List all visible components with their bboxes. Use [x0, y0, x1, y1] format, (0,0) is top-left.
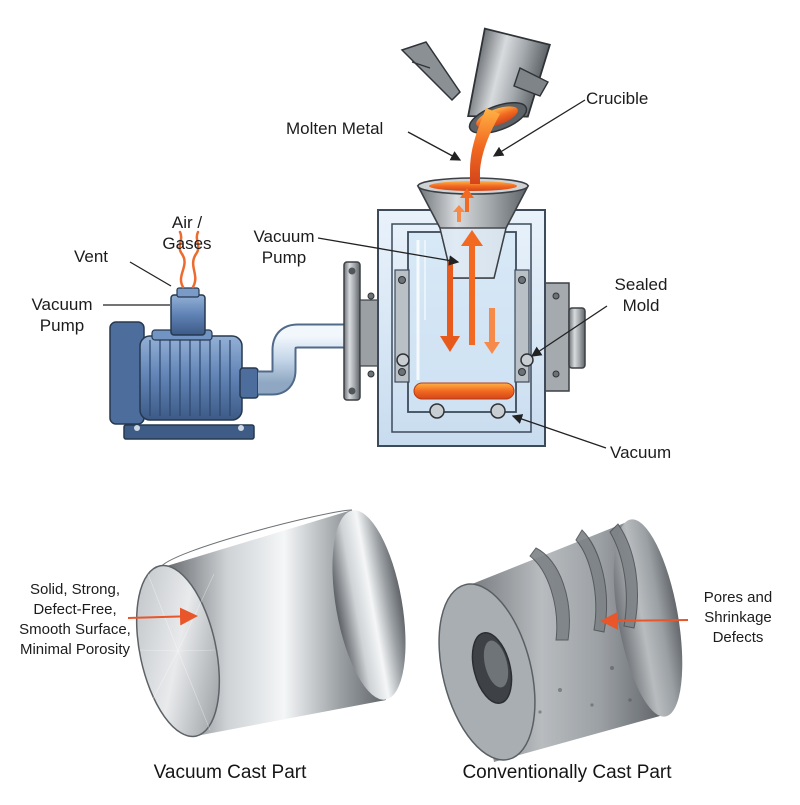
bolt-icon [398, 276, 406, 284]
label-air-gases: Air / Gases [154, 212, 220, 254]
conventional-cast-part [438, 519, 683, 762]
label-sealed-mold-line2: Mold [622, 296, 660, 315]
right-flange [568, 307, 586, 369]
label-sealed-mold: Sealed Mold [606, 274, 676, 316]
bolt-icon [238, 425, 244, 431]
leader-vent [129, 261, 172, 287]
gas-wisps-icon [178, 230, 200, 289]
roller-icon [396, 353, 410, 367]
label-air-gases-line2: Gases [162, 234, 212, 253]
vacuum-cast-part [135, 509, 406, 738]
bolt-icon [552, 292, 560, 300]
bolt-icon [367, 292, 375, 300]
roller-icon [520, 353, 534, 367]
arrow-up-icon [460, 188, 474, 212]
leader-molten-metal [407, 131, 462, 161]
vacuum-part-note: Solid, Strong, [29, 581, 121, 598]
leader-pump-center [317, 237, 460, 266]
arrow-conventional-part [600, 611, 689, 630]
caption-vacuum-cast-part: Vacuum Cast Part [153, 762, 307, 783]
caption-conventional-cast-part: Conventionally Cast Part [462, 762, 672, 783]
roller-icon [490, 403, 506, 419]
bolt-icon [518, 368, 526, 376]
conventional-part-note: Defects [712, 629, 764, 646]
arrow-down-icon [440, 262, 460, 352]
vacuum-part-note: Smooth Surface, [19, 621, 131, 638]
left-flange [343, 261, 361, 401]
shrinkage-groove [575, 529, 607, 633]
label-vacuum-pump-center-line2: Pump [261, 248, 307, 267]
left-port [359, 299, 379, 367]
vacuum-pump [109, 287, 259, 440]
flow-arrows [440, 188, 500, 354]
motor-endcap [109, 321, 145, 425]
bolt-icon [398, 368, 406, 376]
label-crucible: Crucible [586, 89, 649, 108]
smooth-end-face [135, 564, 221, 738]
pump-outlet [239, 367, 259, 399]
leader-vacuum [511, 414, 607, 449]
pump-head [170, 294, 206, 336]
arrow-down-icon [484, 308, 500, 354]
bolt-icon [552, 370, 560, 378]
vent-port [176, 287, 200, 298]
label-vacuum-pump-left-line2: Pump [39, 316, 85, 335]
label-air-gases-line1: Air / [171, 213, 203, 232]
label-sealed-mold-line1: Sealed [614, 275, 668, 294]
motor-fins [149, 340, 231, 416]
conventional-part-note: Shrinkage [704, 609, 772, 626]
molten-stream [470, 108, 500, 184]
bolt-icon [518, 276, 526, 284]
vacuum-part-notes: Solid, Strong, Defect-Free, Smooth Surfa… [4, 580, 146, 660]
arrow-up-icon [461, 230, 483, 345]
label-vacuum-pump-center: Vacuum Pump [246, 226, 322, 268]
leader-sealed-mold [530, 305, 608, 357]
shrinkage-groove [609, 523, 638, 629]
vacuum-hose [258, 325, 348, 394]
bolt-icon [348, 267, 356, 275]
label-vacuum-pump-center-line1: Vacuum [253, 227, 315, 246]
arrow-up-icon [453, 205, 465, 222]
roller-icon [429, 403, 445, 419]
label-vacuum: Vacuum [610, 443, 672, 462]
bolt-icon [348, 387, 356, 395]
conventional-part-notes: Pores and Shrinkage Defects [686, 588, 790, 648]
label-molten-metal: Molten Metal [286, 119, 384, 138]
motor-body [139, 335, 243, 421]
conventional-part-note: Pores and [703, 589, 773, 606]
crucible-bracket [513, 67, 549, 97]
arrow-vacuum-part [127, 607, 198, 626]
crucible [400, 27, 551, 134]
bolt-icon [134, 425, 140, 431]
leader-crucible [492, 99, 586, 157]
bolt-icon [367, 370, 375, 378]
shrinkage-groove [529, 547, 570, 641]
molten-pool [413, 382, 515, 400]
label-vent: Vent [74, 247, 109, 266]
crucible-handle [400, 41, 461, 102]
pump-base [123, 424, 255, 440]
label-vacuum-pump-left: Vacuum Pump [22, 294, 102, 336]
vacuum-part-note: Minimal Porosity [19, 641, 131, 658]
vacuum-part-note: Defect-Free, [33, 601, 117, 618]
label-vacuum-pump-left-line1: Vacuum [31, 295, 93, 314]
